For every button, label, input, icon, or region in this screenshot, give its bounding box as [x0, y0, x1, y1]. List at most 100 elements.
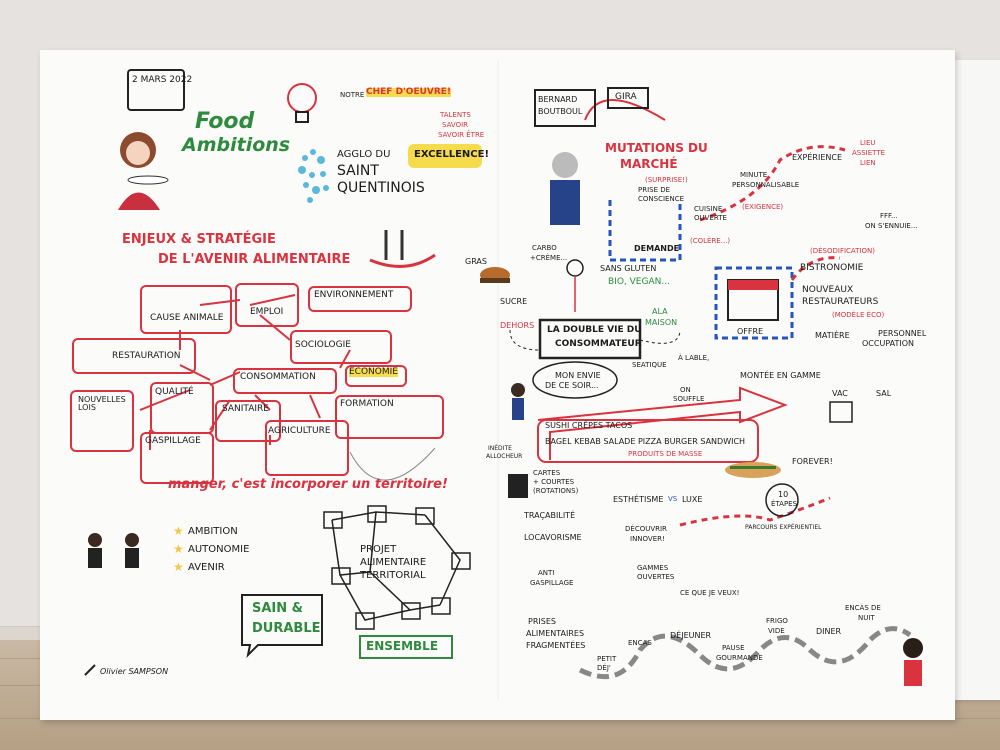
produits-label: PRODUITS DE MASSE: [628, 450, 703, 458]
frigo-line-1: FRIGO: [766, 617, 788, 625]
minute-line-1: MINUTE: [740, 171, 768, 179]
ce-que-label: CE QUE JE VEUX!: [680, 589, 740, 597]
agglo-logo-icon: [298, 149, 329, 203]
luxe-label: LUXE: [682, 495, 703, 504]
svg-text:★: ★: [173, 560, 184, 574]
lieu-line-3: LIEN: [860, 159, 876, 167]
inedite-line-1: INÉDITE: [488, 445, 512, 452]
modele-eco-label: (MODÈLE ÉCO): [832, 311, 885, 319]
man-icon: [511, 383, 525, 420]
seatique-label: SEATIQUE: [632, 361, 667, 369]
sketchnote-board: ★★★: [40, 50, 955, 720]
decouvrir-line-2: INNOVER!: [630, 535, 665, 543]
matiere-label: MATIÈRE: [815, 331, 850, 340]
sans-gluten-label: SANS GLUTEN: [600, 264, 657, 273]
date-box: [127, 69, 185, 111]
mutations-line-2: MARCHÉ: [620, 157, 678, 171]
prises-line-3: FRAGMENTÉES: [526, 641, 586, 650]
inedite-line-2: ALLOCHEUR: [486, 453, 523, 460]
ala-line-2: MAISON: [645, 318, 678, 327]
cartes-line-3: (ROTATIONS): [533, 487, 579, 495]
lieu-line-1: LIEU: [860, 139, 876, 147]
projet-line-1: PROJET: [360, 544, 397, 555]
envie-line-1: MON ENVIE: [555, 371, 601, 380]
gaspillage-box: [140, 432, 214, 484]
prise-line-1: PRISE DE: [638, 186, 671, 194]
agriculture-label: AGRICULTURE: [268, 426, 331, 436]
sanitaire-label: SANITAIRE: [222, 404, 269, 414]
petit-line-1: PETIT: [597, 655, 617, 663]
sain-label: SAIN &: [252, 601, 304, 616]
cartes-line-1: CARTES: [533, 469, 561, 477]
consommation-box: [233, 368, 337, 394]
nouvelles-lois-label: NOUVELLES LOIS: [78, 395, 126, 413]
etapes-line-2: ÉTAPES: [771, 500, 798, 508]
savoir-label: SAVOIR: [442, 121, 469, 129]
anti-line-2: GASPILLAGE: [530, 579, 574, 587]
people-icon: [88, 533, 139, 568]
avenir-label: AVENIR: [188, 562, 225, 573]
gras-label: GRAS: [465, 257, 487, 266]
cuisine-line-1: CUISINE: [694, 205, 723, 213]
surprise-label: (SURPRISE!): [645, 176, 688, 184]
desodification-label: (DÉSODIFICATION): [810, 247, 875, 255]
encas-nuit-line-1: ENCAS DE: [845, 604, 881, 612]
burger-icon: [480, 267, 510, 283]
alatable-label: À LABLE,: [678, 354, 710, 362]
experience-label: EXPÉRIENCE: [792, 153, 843, 162]
nouveaux-line-2: RESTAURATEURS: [802, 297, 879, 307]
tracabilite-label: TRAÇABILITÉ: [524, 511, 576, 520]
shop-icon: [727, 279, 779, 321]
formation-box: [335, 395, 444, 439]
projet-line-2: ALIMENTAIRE: [360, 557, 427, 568]
gaspillage-label: GASPILLAGE: [145, 436, 201, 446]
cutlery-icon: [369, 230, 436, 268]
cause-animale-label: CAUSE ANIMALE: [150, 313, 224, 323]
savoir-etre-label: SAVOIR ÊTRE: [438, 131, 485, 139]
consommation-label: CONSOMMATION: [240, 372, 316, 382]
decouvrir-line-1: DÉCOUVRIR: [625, 525, 667, 533]
sandwich-icon: [725, 462, 781, 478]
pause-line-2: GOURMANDE: [716, 654, 763, 662]
envie-line-2: DE CE SOIR...: [545, 381, 599, 390]
restauration-label: RESTAURATION: [112, 351, 181, 361]
ambitions-logo: Ambitions: [182, 134, 291, 156]
cartes-line-2: + COURTES: [533, 478, 575, 486]
offre-label: OFFRE: [737, 327, 764, 336]
environnement-label: ENVIRONNEMENT: [314, 290, 394, 300]
bernard-line-2: BOUTBOUL: [538, 107, 583, 116]
signature: Olivier SAMPSON: [100, 667, 169, 676]
gammes-line-1: GAMMES: [637, 564, 669, 572]
prise-line-2: CONSCIENCE: [638, 195, 684, 203]
nouvelles-lois-box: [70, 390, 134, 452]
emploi-box: [235, 283, 299, 327]
territory-network: [331, 511, 461, 621]
agglo-line-1: AGGLO DU: [337, 149, 391, 160]
pause-line-1: PAUSE: [722, 644, 745, 652]
colere-label: (COLÈRE...): [690, 237, 731, 245]
food-list-2: BAGEL KEBAB SALADE PIZZA BURGER SANDWICH: [545, 437, 746, 446]
manger-quote: manger, c'est incorporer un territoire!: [168, 477, 448, 492]
forever-label: FOREVER!: [792, 457, 833, 466]
minute-line-2: PERSONNALISABLE: [732, 181, 800, 189]
anti-line-1: ANTI: [538, 569, 555, 577]
formation-label: FORMATION: [340, 399, 394, 409]
speaker-icon: [550, 152, 580, 225]
svg-text:★: ★: [173, 524, 184, 538]
emploi-label: EMPLOI: [250, 307, 284, 317]
dejeuner-label: DÉJEUNER: [670, 631, 712, 640]
food-logo: Food: [195, 109, 255, 134]
bio-vegan-label: BIO, VEGAN...: [608, 277, 670, 287]
chef-label: CHEF D'OEUVRE!: [366, 87, 452, 98]
on-souffle-line-2: SOUFFLE: [673, 395, 705, 403]
parcours-label: PARCOURS EXPÉRIENTIEL: [745, 524, 822, 531]
speaker-name-box: [534, 89, 596, 127]
encas-nuit-line-2: NUIT: [858, 614, 875, 622]
economie-box: [345, 365, 407, 387]
consumer-icon: [566, 259, 584, 312]
agriculture-box: [265, 420, 349, 476]
dehors-label: DEHORS: [500, 321, 535, 330]
sucre-label: SUCRE: [500, 297, 528, 306]
diner-label: DINER: [816, 627, 842, 636]
sociologie-label: SOCIOLOGIE: [295, 340, 351, 350]
